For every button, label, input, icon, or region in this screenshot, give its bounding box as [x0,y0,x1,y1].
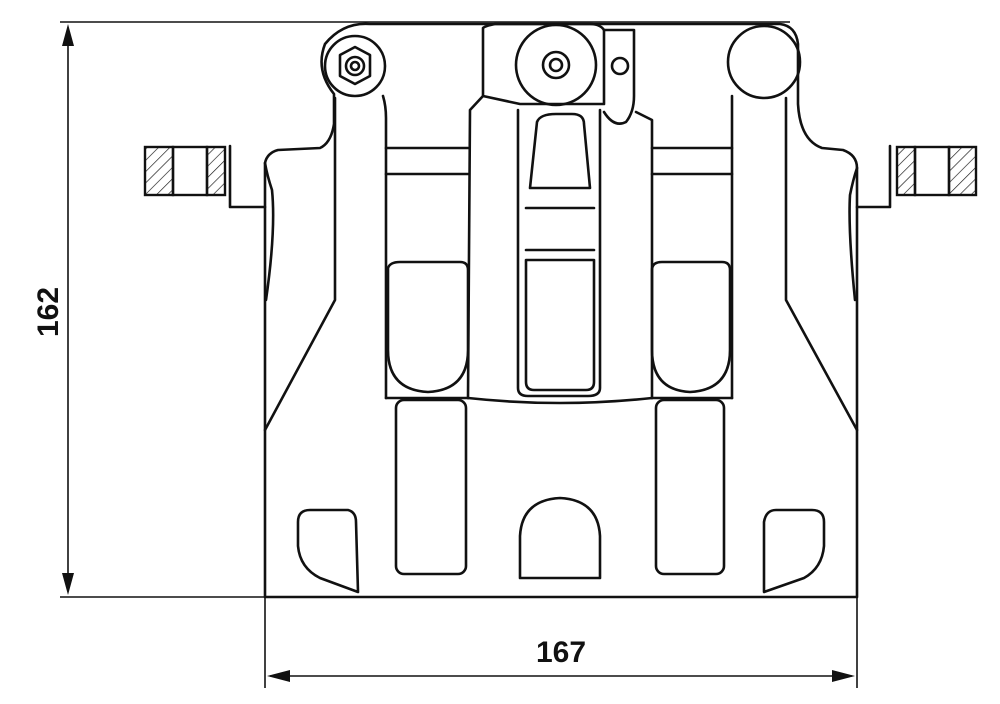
left-mounting-ear [143,144,267,209]
upper-windows [386,260,732,394]
right-ear-bore [913,145,951,197]
lower-windows [296,398,826,594]
small-hole [610,56,630,76]
lower-left-slot [394,398,468,576]
width-label: 167 [536,636,586,669]
width-arrow-right [832,670,855,682]
height-arrow-bottom [62,573,74,595]
left-ear-hatch-inner [205,145,227,197]
center-pin-tab [602,28,636,125]
width-dimension: 167 [264,597,858,688]
right-ear-hatch-inner [895,145,917,197]
slot-taper-top [528,112,592,190]
nut-bore [344,55,366,77]
width-arrow-left [267,670,290,682]
bracket-body [263,22,859,599]
height-arrow-top [62,24,74,46]
hex-nut-icon [338,45,372,86]
upper-left-window [386,260,470,394]
frame-members [263,94,859,432]
top-features [323,22,802,125]
right-boss [726,24,802,100]
bracket-outline [263,22,859,599]
right-ear-hatch-outer [947,145,978,197]
upper-right-window [650,260,732,394]
bottom-center-arch [518,496,602,580]
center-pin-boss [514,23,598,107]
bottom-left-pocket [296,508,360,594]
left-ear-bore [171,145,209,197]
left-ear-hatch-outer [143,145,175,197]
left-side-curve [263,161,275,302]
bottom-right-pocket [762,508,826,594]
height-dimension: 162 [32,21,790,598]
slot-window [524,258,596,392]
height-label: 162 [32,287,65,337]
center-pin-bore [541,50,571,80]
right-side-curve [848,166,859,302]
lower-right-slot [654,398,726,576]
right-mounting-ear [855,144,978,209]
left-boss [323,34,387,98]
center-slot [516,108,602,398]
